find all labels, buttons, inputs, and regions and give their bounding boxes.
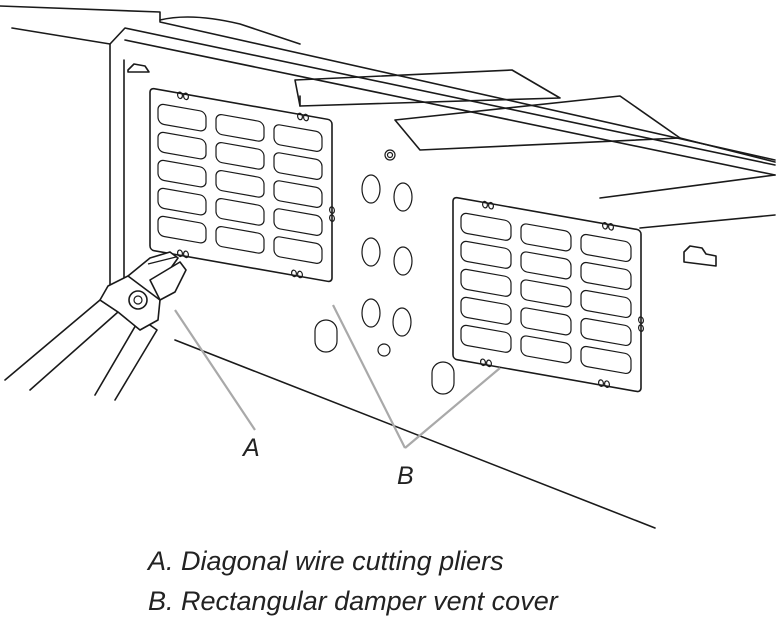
- callout-a: A: [241, 434, 260, 462]
- legend-item-a: A. Diagonal wire cutting pliers: [148, 546, 504, 576]
- left-vent-cover: [149, 87, 336, 283]
- mounting-tab-right: [683, 245, 717, 267]
- top-structure: [0, 5, 776, 229]
- legend-item-b: B. Rectangular damper vent cover: [148, 586, 558, 616]
- panel-holes: [314, 149, 455, 395]
- leader-lines: [174, 304, 501, 449]
- diagonal-pliers: [4, 251, 187, 401]
- mounting-tab-left: [127, 63, 150, 73]
- callout-b: B: [397, 462, 414, 490]
- back-panel: [109, 43, 656, 529]
- right-vent-cover: [452, 196, 645, 393]
